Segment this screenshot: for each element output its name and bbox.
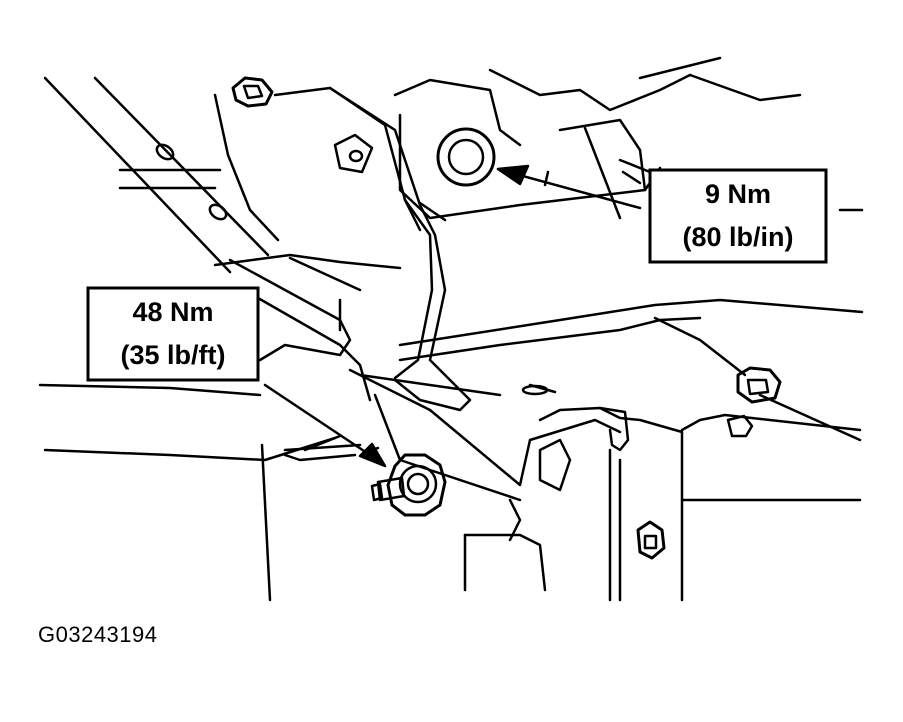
lower-torque-imperial: (35 lb/ft) [121, 340, 226, 370]
lower-right-nut [636, 520, 666, 560]
frame-rail [43, 76, 280, 274]
lower-torque-metric: 48 Nm [132, 297, 213, 327]
lower-torque-callout: 48 Nm (35 lb/ft) [86, 286, 260, 382]
upper-torque-imperial: (80 lb/in) [682, 222, 793, 252]
lower-nut [370, 453, 447, 517]
upper-bracket [273, 86, 472, 412]
engine-upper-body [393, 56, 864, 220]
upper-callout-leader [496, 164, 642, 210]
upper-left-nut [231, 76, 274, 108]
figure-id-label: G03243194 [38, 622, 158, 647]
lower-engine-housing [260, 406, 862, 602]
upper-torque-metric: 9 Nm [705, 179, 771, 209]
upper-torque-callout: 9 Nm (80 lb/in) [648, 168, 828, 264]
stud-detail [362, 446, 380, 454]
right-crossmember [398, 298, 864, 442]
right-nut [736, 366, 782, 404]
cross-member [38, 253, 622, 502]
small-right-nut [726, 414, 754, 438]
upper-bolt [436, 127, 496, 187]
lower-callout-leader [263, 383, 387, 468]
